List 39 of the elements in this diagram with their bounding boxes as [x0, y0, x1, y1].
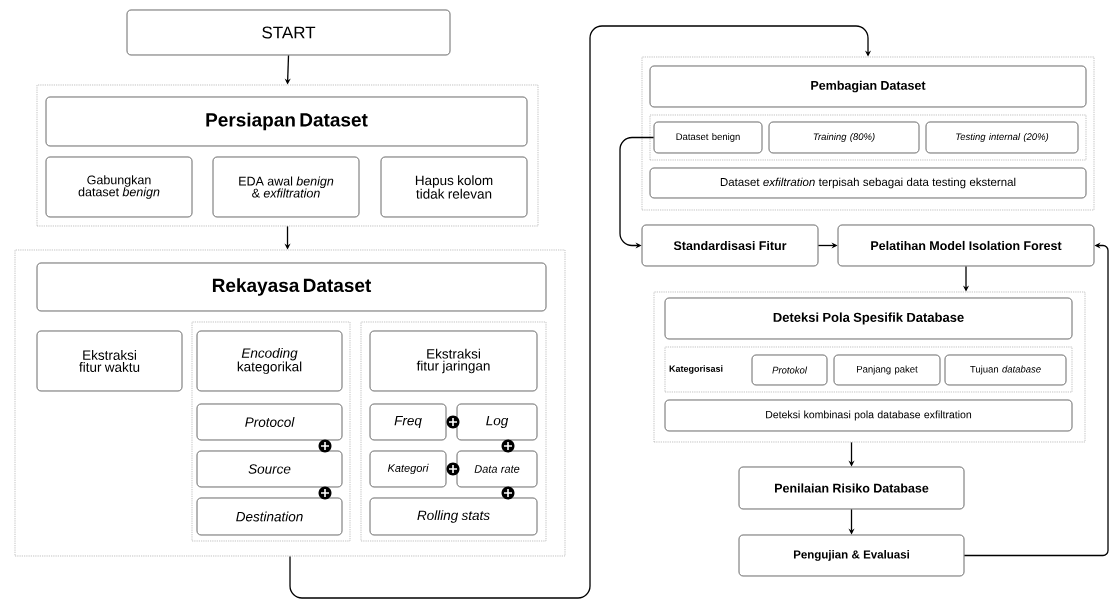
group-frame: [641, 56, 1095, 211]
process-box: Data rate: [456, 450, 538, 488]
process-box: Ekstraksi fitur waktu: [36, 330, 183, 392]
process-box: Protokol: [751, 354, 828, 386]
process-box: Dataset exfiltration terpisah sebagai data testing eksternal: [649, 167, 1087, 199]
process-box: EDA awal benign & exfiltration: [212, 156, 360, 218]
process-box: Source: [196, 450, 343, 488]
process-box: Panjang paket: [833, 354, 941, 386]
group-frame: [14, 249, 566, 557]
process-box: Testing internal (20%): [925, 121, 1079, 154]
process-box: Pengujian & Evaluasi: [738, 534, 965, 577]
group-frame: [191, 321, 351, 542]
header-box: Persiapan Dataset: [45, 96, 528, 147]
process-box: Hapus kolom tidak relevan: [380, 156, 528, 218]
process-box: Ekstraksi fitur jaringan: [369, 330, 538, 392]
process-box: Penilaian Risiko Database: [738, 466, 965, 510]
process-box: Pelatihan Model Isolation Forest: [837, 224, 1095, 267]
group-frame: [360, 321, 547, 542]
process-box: Deteksi kombinasi pola database exfiltration: [664, 399, 1073, 432]
header-box: Pembagian Dataset: [649, 65, 1087, 108]
process-box: Freq: [369, 403, 447, 441]
group-frame: [36, 84, 539, 227]
process-box: Protocol: [196, 403, 343, 441]
header-box: Rekayasa Dataset: [36, 262, 547, 312]
process-box: Kategori: [369, 450, 447, 488]
arrow: [289, 25, 872, 599]
header-box: Deteksi Pola Spesifik Database: [664, 297, 1073, 340]
process-box: Training (80%): [768, 121, 920, 154]
process-box: Destination: [196, 497, 343, 536]
process-box: Log: [456, 403, 538, 441]
group-frame: [649, 114, 1087, 161]
process-box: Standardisasi Fitur: [641, 224, 819, 267]
process-box: Gabungkan dataset benign: [45, 156, 193, 218]
group-frame: [653, 291, 1086, 443]
process-box: Rolling stats: [369, 497, 538, 536]
start-box: START: [126, 9, 451, 56]
process-box: Encoding kategorikal: [196, 330, 343, 392]
process-box: Tujuan database: [944, 354, 1067, 386]
process-box: Dataset benign: [653, 121, 763, 154]
